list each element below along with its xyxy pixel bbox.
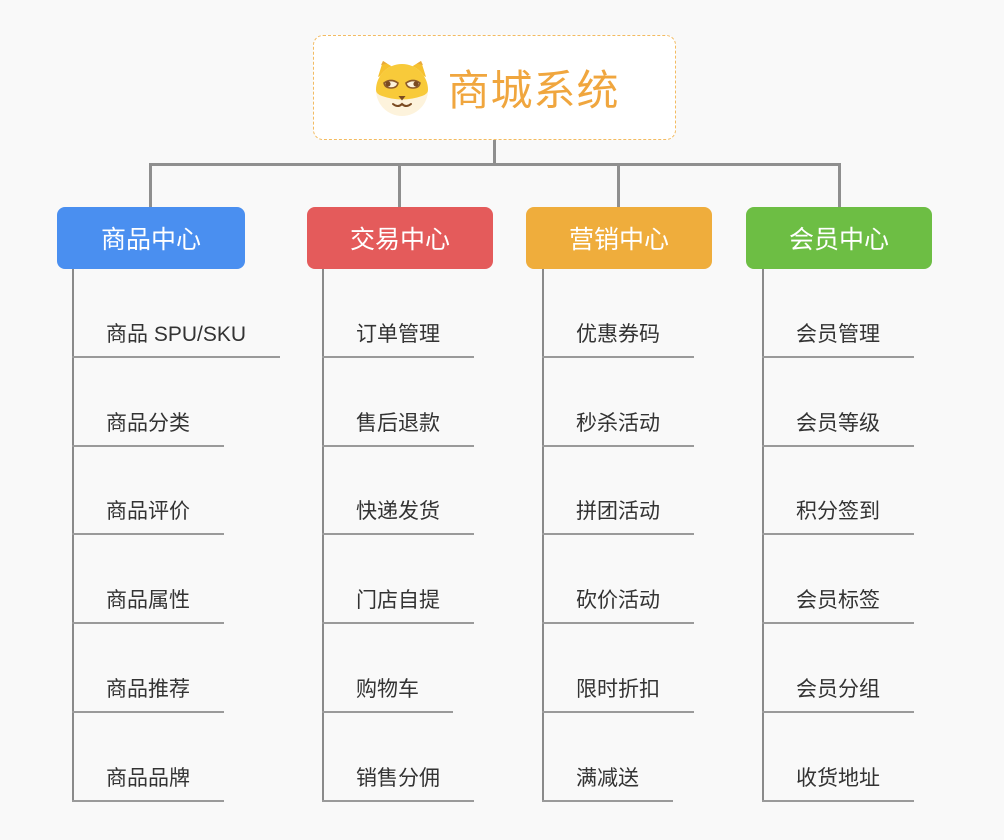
branch-marketing-center[interactable]: 营销中心 (526, 207, 712, 269)
node-coupon-code[interactable]: 优惠券码 (542, 321, 694, 358)
node-product-spu-sku[interactable]: 商品 SPU/SKU (72, 321, 281, 358)
node-product-review[interactable]: 商品评价 (72, 498, 224, 535)
node-order-management[interactable]: 订单管理 (322, 321, 474, 358)
node-product-attribute[interactable]: 商品属性 (72, 587, 224, 624)
node-store-pickup[interactable]: 门店自提 (322, 587, 474, 624)
branch-product-center[interactable]: 商品中心 (57, 207, 245, 269)
node-member-level[interactable]: 会员等级 (762, 410, 914, 447)
node-product-category[interactable]: 商品分类 (72, 410, 224, 447)
branch-trade-center[interactable]: 交易中心 (307, 207, 493, 269)
node-member-group[interactable]: 会员分组 (762, 676, 914, 713)
node-group-buy[interactable]: 拼团活动 (542, 498, 694, 535)
connector-drop-member (838, 163, 841, 208)
node-member-tag[interactable]: 会员标签 (762, 587, 914, 624)
branch-member-center[interactable]: 会员中心 (746, 207, 932, 269)
node-after-sale-refund[interactable]: 售后退款 (322, 410, 474, 447)
connector-drop-trade (398, 163, 401, 208)
root-title: 商城系统 (447, 67, 620, 114)
node-full-reduction[interactable]: 满减送 (542, 765, 673, 802)
connector-drop-product (149, 163, 152, 208)
shiba-dog-icon (376, 60, 429, 116)
node-bargain-activity[interactable]: 砍价活动 (542, 587, 694, 624)
node-product-brand[interactable]: 商品品牌 (72, 765, 224, 802)
node-limited-time-discount[interactable]: 限时折扣 (542, 676, 694, 713)
node-flash-sale[interactable]: 秒杀活动 (542, 410, 694, 447)
node-member-management[interactable]: 会员管理 (762, 321, 914, 358)
node-points-checkin[interactable]: 积分签到 (762, 498, 914, 535)
connector-drop-marketing (617, 163, 620, 208)
connector-root-stub (493, 140, 496, 165)
node-shopping-cart[interactable]: 购物车 (322, 676, 453, 713)
node-express-delivery[interactable]: 快递发货 (322, 498, 474, 535)
root-node-mall-system[interactable]: 商城系统 (313, 35, 676, 140)
node-product-recommend[interactable]: 商品推荐 (72, 676, 224, 713)
node-sales-commission[interactable]: 销售分佣 (322, 765, 474, 802)
node-shipping-address[interactable]: 收货地址 (762, 765, 914, 802)
connector-horizontal-rail (149, 163, 841, 166)
